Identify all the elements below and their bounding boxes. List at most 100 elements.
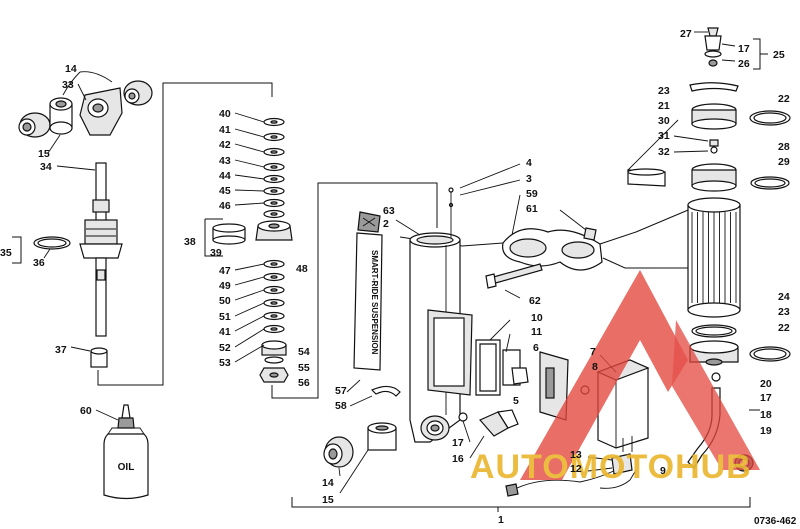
part-label-25: 25 xyxy=(773,49,785,61)
leader-line xyxy=(234,328,265,348)
shim-hole xyxy=(270,135,278,139)
part-label-36: 36 xyxy=(33,257,45,269)
leader-line xyxy=(234,174,265,180)
part-label-57: 57 xyxy=(335,385,347,397)
watermark-text: AUTOMOTOHUB xyxy=(470,448,752,486)
watermark-triangle-outer xyxy=(520,270,688,480)
part-label-60: 60 xyxy=(80,405,92,417)
oil-bottle: OIL xyxy=(95,404,149,500)
part-label-14b: 14 xyxy=(322,477,334,489)
part-label-50: 50 xyxy=(219,295,231,307)
leader-line xyxy=(234,344,265,363)
shim-hole xyxy=(270,314,278,318)
part-label-56: 56 xyxy=(298,377,310,389)
leader-line xyxy=(234,276,265,286)
part-label-33: 33 xyxy=(62,79,74,91)
part-label-47: 47 xyxy=(219,265,231,277)
part-label-7: 7 xyxy=(590,346,596,358)
shim-hole xyxy=(270,288,278,292)
watermark: AUTOMOTOHUB xyxy=(470,270,760,486)
part-label-41a: 41 xyxy=(219,124,231,136)
part-label-15b: 15 xyxy=(322,494,334,506)
part-label-27: 27 xyxy=(680,28,692,40)
part-label-24: 24 xyxy=(778,291,790,303)
watermark-triangle-inner xyxy=(672,320,760,470)
part-label-40: 40 xyxy=(219,108,231,120)
part-label-15a: 15 xyxy=(38,148,50,160)
shim-hole xyxy=(270,189,278,193)
part-label-37: 37 xyxy=(55,344,67,356)
part-label-19: 19 xyxy=(760,425,772,437)
shim-hole xyxy=(270,150,278,154)
part-label-55: 55 xyxy=(298,362,310,374)
part-label-30: 30 xyxy=(658,115,670,127)
shock-body xyxy=(395,163,521,443)
part-label-58: 58 xyxy=(335,400,347,412)
shim-hole xyxy=(270,275,278,279)
connector-frames xyxy=(12,38,768,512)
part-label-13: 13 xyxy=(570,449,582,461)
shim-hole xyxy=(270,212,278,216)
part-label-42: 42 xyxy=(219,139,231,151)
leader-line xyxy=(234,159,265,168)
part-label-32: 32 xyxy=(658,146,670,158)
part-label-38: 38 xyxy=(184,236,196,248)
part-label-41b: 41 xyxy=(219,326,231,338)
leader-line xyxy=(234,128,265,138)
part-label-8: 8 xyxy=(592,361,598,373)
part-label-6: 6 xyxy=(533,342,539,354)
part-label-10: 10 xyxy=(531,312,543,324)
part-label-26: 26 xyxy=(738,58,750,70)
part-label-59: 59 xyxy=(526,188,538,200)
leader-line xyxy=(234,302,265,317)
part-label-22a: 22 xyxy=(778,93,790,105)
shim-hole xyxy=(270,201,278,205)
part-label-4: 4 xyxy=(526,157,532,169)
part-label-35: 35 xyxy=(0,247,12,259)
shim-hole xyxy=(270,262,278,266)
shaft-eye-assembly xyxy=(18,71,153,368)
part-label-62: 62 xyxy=(529,295,541,307)
leader-line xyxy=(234,315,265,332)
part-label-17b: 17 xyxy=(738,43,750,55)
part-label-28: 28 xyxy=(778,141,790,153)
leader-line xyxy=(234,189,265,192)
leader-line xyxy=(234,143,265,153)
clamp-bracket xyxy=(485,194,603,299)
part-label-52: 52 xyxy=(219,342,231,354)
lower-components xyxy=(323,409,637,497)
part-label-5: 5 xyxy=(513,395,519,407)
part-label-18: 18 xyxy=(760,409,772,421)
part-label-21: 21 xyxy=(658,100,670,112)
shim-hole xyxy=(270,165,278,169)
part-label-1: 1 xyxy=(498,514,504,526)
part-label-14a: 14 xyxy=(65,63,77,75)
leader-line xyxy=(234,263,265,271)
part-label-45: 45 xyxy=(219,185,231,197)
part-label-16: 16 xyxy=(452,453,464,465)
part-label-11: 11 xyxy=(531,326,542,338)
part-label-29: 29 xyxy=(778,156,790,168)
part-label-22b: 22 xyxy=(778,322,790,334)
part-label-9: 9 xyxy=(660,465,666,477)
shim-hole xyxy=(270,177,278,181)
part-label-17a: 17 xyxy=(452,437,464,449)
stack-leader-lines xyxy=(234,112,265,363)
part-label-49: 49 xyxy=(219,280,231,292)
part-label-63: 63 xyxy=(383,205,395,217)
part-label-54: 54 xyxy=(298,346,310,358)
part-label-48: 48 xyxy=(296,263,308,275)
oil-bottle-text: OIL xyxy=(118,462,135,473)
part-label-31: 31 xyxy=(658,130,670,142)
part-label-12: 12 xyxy=(570,463,582,475)
part-label-17c: 17 xyxy=(760,392,772,404)
part-label-46: 46 xyxy=(219,200,231,212)
cover-plates xyxy=(475,319,590,421)
decal-text: SMART-RIDE SUSPENSION xyxy=(370,250,379,355)
decal-strip: SMART-RIDE SUSPENSION xyxy=(346,211,401,407)
part-label-34: 34 xyxy=(40,161,52,173)
shim-hole xyxy=(270,120,278,124)
shim-hole xyxy=(270,301,278,305)
